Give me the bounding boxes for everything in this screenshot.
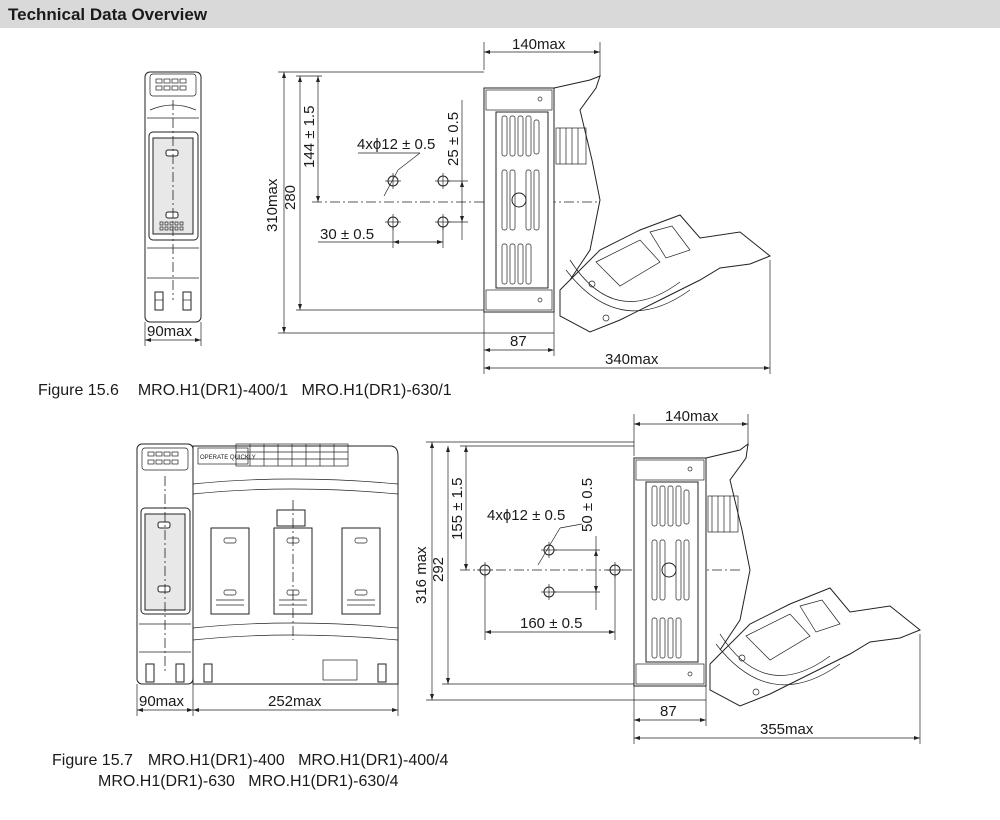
fig1-front-width-dim: 90max <box>147 323 193 340</box>
fig1-depth-total-dim: 340max <box>605 351 659 368</box>
fig2-caption-number: Figure 15.7 <box>52 752 133 769</box>
fig2-body-width-dim: 252max <box>268 693 322 710</box>
fig2-caption-second-line: MRO.H1(DR1)-630 MRO.H1(DR1)-630/4 <box>98 773 399 791</box>
fig2-height-holes-dim: 292 <box>430 557 447 582</box>
fig1-hole-offset-dim: 144 ± 1.5 <box>301 106 318 168</box>
fig2-caption: Figure 15.7 MRO.H1(DR1)-400 MRO.H1(DR1)-… <box>52 752 448 770</box>
fig2-caption-line2: MRO.H1(DR1)-630 MRO.H1(DR1)-630/4 <box>98 773 399 790</box>
fig1-hole-vspacing-dim: 25 ± 0.5 <box>445 112 462 166</box>
fig1-front-view <box>144 71 202 346</box>
fig2-depth-total-dim: 355max <box>760 721 814 738</box>
fig2-caption-line1: MRO.H1(DR1)-400 MRO.H1(DR1)-400/4 <box>147 752 449 769</box>
fig1-hole-hspacing-dim: 30 ± 0.5 <box>320 226 374 243</box>
fig2-hole-pattern <box>426 441 740 701</box>
fig2-front-view <box>136 443 399 716</box>
fig1-height-total-dim: 310max <box>264 178 281 232</box>
fig2-front-label: OPERATE QUICKLY <box>200 455 256 461</box>
fig2-hole-vspacing-dim: 50 ± 0.5 <box>579 478 596 532</box>
fig2-depth-body-dim: 87 <box>660 703 677 720</box>
fig1-hole-label: 4xϕ12 ± 0.5 <box>357 136 435 153</box>
fig2-front-width-dim: 90max <box>139 693 185 710</box>
fig1-depth-body-dim: 87 <box>510 333 527 350</box>
fig2-height-total-dim: 316 max <box>413 546 430 604</box>
fig1-caption: Figure 15.6 MRO.H1(DR1)-400/1 MRO.H1(DR1… <box>38 382 452 400</box>
section-title: Technical Data Overview <box>8 5 208 24</box>
fig1-caption-models: MRO.H1(DR1)-400/1 MRO.H1(DR1)-630/1 <box>137 382 452 399</box>
fig1-caption-number: Figure 15.6 <box>38 382 119 399</box>
fig2-hole-offset-dim: 155 ± 1.5 <box>449 478 466 540</box>
fig1-side-width-dim: 140max <box>512 36 566 53</box>
fig1-side-view <box>483 42 771 374</box>
fig2-side-view <box>633 414 921 744</box>
fig1-height-holes-dim: 280 <box>282 185 299 210</box>
section-header: Technical Data Overview <box>0 0 1000 28</box>
fig2-side-width-dim: 140max <box>665 408 719 425</box>
fig2-hole-label: 4xϕ12 ± 0.5 <box>487 507 565 524</box>
fig2-hole-hspacing-dim: 160 ± 0.5 <box>520 615 582 632</box>
